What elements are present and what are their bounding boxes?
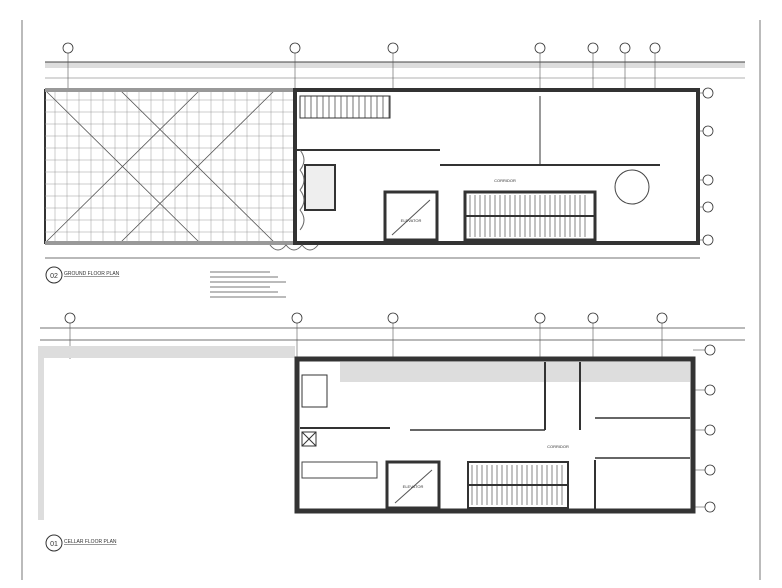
dimension-shade [45, 62, 745, 68]
shaded-area [38, 358, 44, 520]
grid-bubble [702, 174, 714, 186]
mechanical-equipment [301, 461, 378, 479]
cellar-floor-plan: ELEVATOR CORRIDOR 01 CELLAR FLOOR PLAN [38, 312, 745, 552]
cellar-stair-rear [301, 374, 328, 408]
yard-wall [45, 241, 295, 245]
ground-elevator [383, 190, 439, 242]
grid-bubble [291, 312, 303, 324]
yard-wall [45, 88, 295, 92]
label-corridor-cellar: CORRIDOR [547, 444, 569, 449]
grid-bubbles-top [62, 42, 661, 90]
grid-bubble [534, 312, 546, 324]
grid-bubbles-top [64, 312, 668, 359]
grid-bubble [704, 501, 716, 513]
yard-diagonal [44, 89, 201, 244]
grid-bubble [387, 42, 399, 54]
planting-edge [269, 244, 319, 251]
plan-title: CELLAR FLOOR PLAN [64, 539, 117, 545]
grid-bubble [656, 312, 668, 324]
round-fixture [614, 169, 650, 205]
grid-bubble [62, 42, 74, 54]
rear-yard [44, 89, 296, 244]
grid-bubble [702, 125, 714, 137]
stair-treads [465, 195, 595, 237]
yard-diagonal [119, 89, 276, 244]
grid-bubble [704, 344, 716, 356]
grid-bubble [704, 384, 716, 396]
label-elevator-cellar: ELEVATOR [403, 484, 424, 489]
grid-bubble [704, 464, 716, 476]
plan-number: 01 [50, 541, 58, 548]
grid-bubble [702, 234, 714, 246]
rear-yard-paving-grid [45, 90, 295, 243]
plan-number-bubble [45, 534, 63, 552]
shaft-x [301, 431, 317, 447]
label-elevator-ground: ELEVATOR [401, 218, 422, 223]
grid-bubble [702, 87, 714, 99]
grid-bubbles-right [698, 87, 714, 246]
elevator-car [394, 469, 433, 504]
plan-number: 02 [50, 273, 58, 280]
grid-bubble [387, 312, 399, 324]
grid-bubble [289, 42, 301, 54]
plan-number-bubble [45, 266, 63, 284]
planting-edge [299, 149, 305, 231]
stair-treads [304, 96, 390, 118]
grid-bubble [64, 312, 76, 324]
grid-bubble [702, 201, 714, 213]
plan-title: GROUND FLOOR PLAN [64, 271, 120, 277]
ground-stair-rear [299, 95, 391, 119]
grid-bubble [619, 42, 631, 54]
grid-bubble [587, 42, 599, 54]
restroom [304, 164, 336, 211]
shaded-strip [340, 362, 690, 382]
grid-bubble [704, 424, 716, 436]
grid-bubbles-right [693, 344, 716, 513]
ground-building-walls [293, 88, 700, 245]
grid-bubble [649, 42, 661, 54]
label-corridor-ground: CORRIDOR [494, 178, 516, 183]
elevator-car [391, 199, 431, 236]
stair-treads [468, 465, 568, 505]
cellar-elevator [385, 460, 441, 510]
shaft [301, 431, 317, 447]
shaded-area [38, 346, 295, 358]
keynote-text [210, 271, 286, 298]
grid-bubble [587, 312, 599, 324]
grid-bubble [534, 42, 546, 54]
cellar-building-walls [294, 356, 696, 514]
ground-floor-plan: ELEVATOR CORRIDOR 02 GROUND FLOOR PLAN [44, 42, 745, 298]
